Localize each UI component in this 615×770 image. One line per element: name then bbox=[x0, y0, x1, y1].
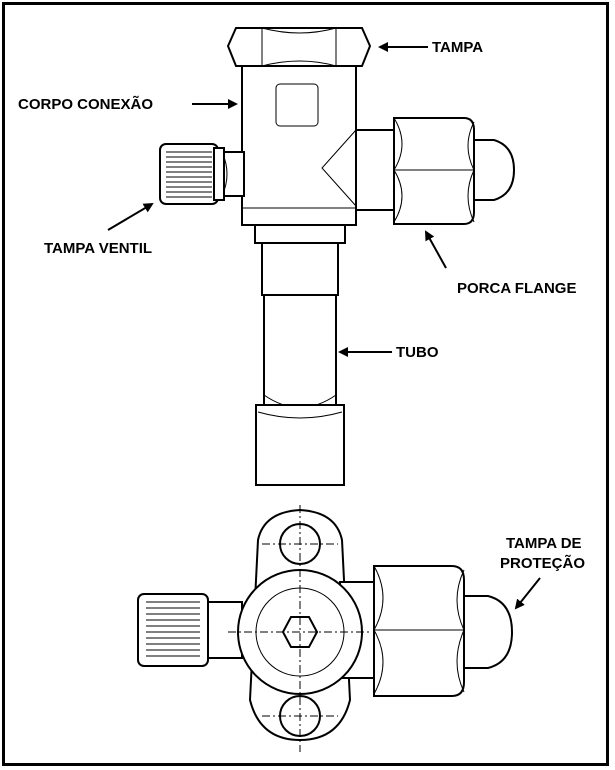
label-corpo-conexao-group: CORPO CONEXÃO bbox=[18, 95, 238, 113]
label-tubo-group: TUBO bbox=[338, 344, 439, 361]
label-tampa-ventil: TAMPA VENTIL bbox=[44, 240, 152, 257]
tube bbox=[254, 224, 346, 486]
label-tampa-group: TAMPA bbox=[378, 39, 483, 56]
label-tampa-de-protecao-group: TAMPA DE PROTEÇÃO bbox=[500, 535, 585, 610]
flare-nut-top-view bbox=[373, 565, 465, 697]
valve-top-view bbox=[137, 505, 514, 752]
label-tampa-de-protecao-line2: PROTEÇÃO bbox=[500, 554, 585, 572]
protection-cap bbox=[463, 595, 514, 669]
label-tampa-ventil-group: TAMPA VENTIL bbox=[44, 202, 154, 257]
label-porca-flange: PORCA FLANGE bbox=[457, 280, 576, 297]
valve-cap-left bbox=[159, 143, 245, 205]
cap-top bbox=[226, 27, 372, 67]
valve-side-view bbox=[159, 27, 516, 486]
flare-nut bbox=[355, 117, 516, 225]
label-tubo: TUBO bbox=[396, 344, 439, 361]
label-porca-flange-group: PORCA FLANGE bbox=[425, 230, 576, 297]
valve-body bbox=[241, 65, 357, 226]
label-corpo-conexao: CORPO CONEXÃO bbox=[18, 95, 153, 113]
label-tampa-de-protecao-line1: TAMPA DE bbox=[506, 535, 582, 552]
label-tampa: TAMPA bbox=[432, 39, 483, 56]
